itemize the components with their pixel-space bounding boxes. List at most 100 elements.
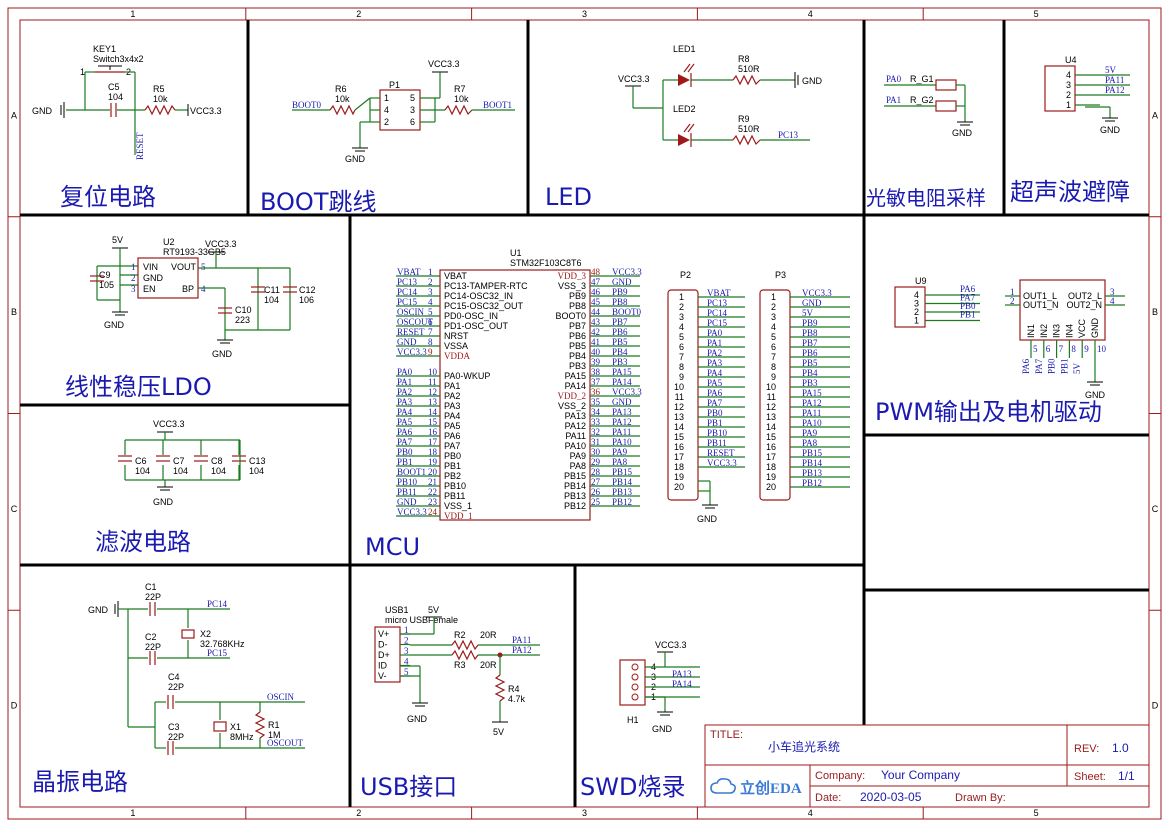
border-row-left: B xyxy=(11,307,17,317)
mcu-pin-label: VDDA xyxy=(444,351,470,361)
p3-net: PB6 xyxy=(802,348,818,358)
p2-pin-num: 9 xyxy=(679,372,684,382)
mcu-pin-label: PC14-OSC32_IN xyxy=(444,291,513,301)
mcu-pin-label: PA14 xyxy=(565,381,586,391)
mcu-pin-num: 30 xyxy=(591,447,601,457)
motor-pin-r: OUT2_N xyxy=(1066,300,1102,310)
p2-net: PA5 xyxy=(707,378,723,388)
p3-pin-num: 6 xyxy=(771,342,776,352)
p3-ref: P3 xyxy=(775,270,786,280)
section-frames xyxy=(20,20,1149,807)
mcu-right-net: PB8 xyxy=(612,297,628,307)
mcu-pin-num: 20 xyxy=(428,467,438,477)
p2-gnd: GND xyxy=(697,514,718,524)
mcu-right-net: PB4 xyxy=(612,347,628,357)
border-col-top: 5 xyxy=(1034,9,1039,19)
mcu-right-net: PB5 xyxy=(612,337,628,347)
ldo-gnd1: GND xyxy=(104,320,125,330)
motor-num-l: 1 xyxy=(1010,287,1015,297)
usb-pin-num: 1 xyxy=(404,625,409,635)
p2-net: VCC3.3 xyxy=(707,458,737,468)
u1-ref: U1 xyxy=(510,248,522,258)
mcu-right-net: PB13 xyxy=(612,487,633,497)
p3-pin-num: 18 xyxy=(766,462,776,472)
mcu-pin-label: PA10 xyxy=(565,441,586,451)
mcu-pin-label: VSS_2 xyxy=(558,401,586,411)
border-col-bottom: 3 xyxy=(582,808,587,818)
led-vcc: VCC3.3 xyxy=(618,74,650,84)
p2-pin-num: 15 xyxy=(674,432,684,442)
mcu-left-net: PA1 xyxy=(397,377,412,387)
p2-pin-num: 11 xyxy=(675,392,684,402)
p2-net: PC15 xyxy=(707,318,728,328)
mcu-pin-label: PA9 xyxy=(570,451,586,461)
boot-vcc: VCC3.3 xyxy=(428,59,460,69)
mcu-pin-num: 27 xyxy=(591,477,601,487)
c5-ref: C5 xyxy=(108,82,120,92)
xtal-oscout: OSCOUT xyxy=(267,738,304,748)
tb-sheet: 1/1 xyxy=(1118,769,1135,783)
border-row-right: C xyxy=(1152,504,1159,514)
xtal-pc15: PC15 xyxy=(207,648,228,658)
mcu-pin-label: PA3 xyxy=(444,401,460,411)
c3-ref: C3 xyxy=(168,722,180,732)
p3-net: PB9 xyxy=(802,318,818,328)
mcu-pin-num: 47 xyxy=(591,277,601,287)
mcu-right-net: PA8 xyxy=(612,457,628,467)
p3-pin-num: 19 xyxy=(766,472,776,482)
mcu-right-net: PB9 xyxy=(612,287,628,297)
h1-pin-pad xyxy=(631,663,639,671)
motor-net-b: PA7 xyxy=(1034,358,1044,374)
p3-pin-num: 20 xyxy=(766,482,776,492)
mcu-right-net: PB6 xyxy=(612,327,628,337)
mcu-left-net: PB10 xyxy=(397,477,418,487)
motor-num-r: 3 xyxy=(1110,287,1115,297)
u4-pin: 4 xyxy=(1066,70,1071,80)
p3-net: PA12 xyxy=(802,398,822,408)
us-net: 5V xyxy=(1105,65,1117,75)
mcu-left-net: PA4 xyxy=(397,407,413,417)
mcu-left-net: PC15 xyxy=(397,297,418,307)
motor-pin-b: IN1 xyxy=(1026,324,1036,338)
led-pc13: PC13 xyxy=(778,130,799,140)
pin-bp: BP xyxy=(182,284,194,294)
led1-ref: LED1 xyxy=(673,44,696,54)
mcu-pin-num: 26 xyxy=(591,487,601,497)
mcu-right-net: PB3 xyxy=(612,357,628,367)
mcu-pin-label: PA8 xyxy=(570,461,586,471)
u4-pin: 2 xyxy=(1066,90,1071,100)
p1-ref: P1 xyxy=(389,80,400,90)
x2-ref: X2 xyxy=(200,629,211,639)
filter-gnd: GND xyxy=(153,497,174,507)
usb-ref: USB1 xyxy=(385,605,409,615)
mcu-pin-label: VDD_3 xyxy=(558,271,587,281)
r7-value: 10k xyxy=(454,94,469,104)
u9-ref: U9 xyxy=(915,276,927,286)
p3-net: VCC3.3 xyxy=(802,288,832,298)
tb-logo: 立创EDA xyxy=(740,779,802,797)
u9-net: PB1 xyxy=(960,310,976,320)
us-gnd: GND xyxy=(1100,125,1121,135)
mcu-left-net: BOOT1 xyxy=(397,467,426,477)
mcu-pin-label: PA11 xyxy=(565,431,586,441)
motor-num-b: 7 xyxy=(1059,344,1064,354)
ldr-gnd: GND xyxy=(952,128,973,138)
boot-gnd: GND xyxy=(345,154,366,164)
usb-pin-label: V- xyxy=(378,671,387,681)
p3-pin-num: 4 xyxy=(771,322,776,332)
mcu-pin-label: NRST xyxy=(444,331,469,341)
r6-ref: R6 xyxy=(335,84,347,94)
usb-pin-num: 5 xyxy=(404,667,409,677)
p2-ref: P2 xyxy=(680,270,691,280)
border-col-top: 4 xyxy=(808,9,813,19)
filter-cap-value: 104 xyxy=(211,466,226,476)
mcu-pin-label: PB11 xyxy=(444,491,465,501)
mcu-pin-num: 14 xyxy=(428,407,438,417)
mcu-pin-num: 21 xyxy=(428,477,437,487)
u2-value: RT9193-33GB5 xyxy=(163,247,226,257)
mcu-pin-label: PA15 xyxy=(565,371,586,381)
mcu-left-net: PB0 xyxy=(397,447,413,457)
tb-title-label: TITLE: xyxy=(710,729,743,741)
border-row-right: A xyxy=(1152,110,1158,120)
